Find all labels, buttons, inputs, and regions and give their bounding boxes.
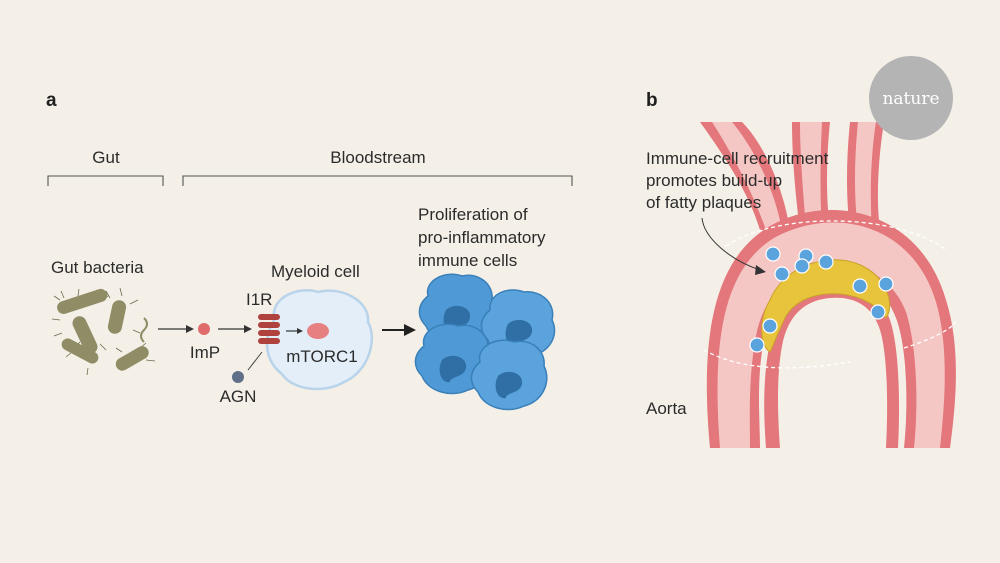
immune-cells-in-aorta: [749, 246, 894, 353]
immune-cell-dot: [774, 266, 790, 282]
panel-a-letter: a: [46, 90, 57, 111]
agn-label: AGN: [220, 387, 257, 406]
bacterium: [61, 338, 99, 364]
immune-cell-dot: [765, 246, 781, 262]
mtorc1-label: mTORC1: [286, 347, 357, 366]
immune-cell-dot: [794, 258, 810, 274]
nature-logo-circle: [869, 56, 953, 140]
myeloid-cell-label: Myeloid cell: [271, 262, 360, 281]
agn-molecule: [232, 371, 244, 383]
gut-label: Gut: [92, 148, 120, 167]
arrowhead: [755, 265, 766, 275]
immune-cell-dot: [762, 318, 778, 334]
bacterium: [57, 288, 108, 315]
aorta: [700, 122, 957, 448]
arrowhead: [297, 328, 303, 334]
dashed-outline: [725, 220, 947, 251]
recruitment-label-line-1: Immune-cell recruitment: [646, 149, 829, 168]
bacterium: [107, 300, 127, 334]
immune-cell: [470, 339, 548, 411]
bloodstream-label: Bloodstream: [330, 148, 425, 167]
gut-bacteria-cluster: [51, 287, 156, 376]
agn-connector: [247, 351, 263, 371]
nature-logo-text: nature: [882, 89, 939, 109]
gut-bacteria-label: Gut bacteria: [51, 258, 144, 277]
mtorc1-nucleus: [307, 323, 329, 339]
panel-b-letter: b: [646, 90, 658, 111]
i1r-receptor: [258, 314, 280, 344]
imp-label: ImP: [190, 343, 220, 362]
dashed-outline: [903, 321, 957, 349]
arrowhead: [186, 325, 194, 333]
i1r-label: I1R: [246, 290, 272, 309]
bacterium: [72, 316, 98, 354]
immune-cell-dot: [878, 276, 894, 292]
myeloid-cell: [265, 289, 374, 391]
arrowhead: [244, 325, 252, 333]
immune-cell-dot: [870, 304, 886, 320]
proliferation-label-line-1: Proliferation of: [418, 205, 528, 224]
recruitment-pointer: [701, 217, 761, 271]
dashed-outline: [703, 349, 851, 369]
recruitment-label-line-3: of fatty plaques: [646, 193, 761, 212]
recruitment-label-line-2: promotes build-up: [646, 171, 782, 190]
gut-bracket: [47, 175, 164, 186]
immune-cell-cluster: [414, 273, 556, 411]
proliferation-label-line-3: immune cells: [418, 251, 517, 270]
aorta-label: Aorta: [646, 399, 687, 418]
arrowhead: [404, 324, 416, 336]
immune-cell-dot: [852, 278, 868, 294]
bacterium: [115, 346, 149, 371]
nature-logo: nature: [869, 56, 953, 140]
proliferation-label-line-2: pro-inflammatory: [418, 228, 546, 247]
bloodstream-bracket: [182, 175, 573, 186]
immune-cell-dot: [749, 337, 765, 353]
imp-molecule: [198, 323, 210, 335]
immune-cell-dot: [818, 254, 834, 270]
